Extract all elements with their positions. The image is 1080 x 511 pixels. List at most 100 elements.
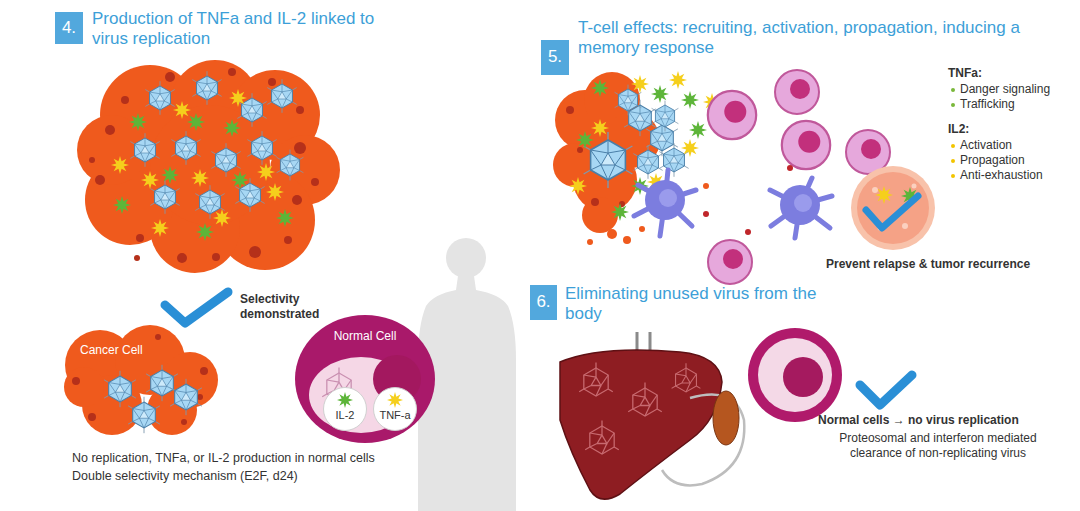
tumor-spot bbox=[134, 255, 140, 261]
cell-label: Normal Cell bbox=[295, 329, 435, 343]
virus bbox=[104, 371, 136, 407]
bullet bbox=[951, 103, 955, 107]
tumor-spot bbox=[228, 68, 236, 76]
list-item: Danger signaling bbox=[960, 82, 1075, 97]
callout-number: 4. bbox=[62, 18, 76, 38]
dendrite-arms bbox=[634, 170, 696, 236]
il2-star bbox=[591, 119, 609, 137]
il2-star bbox=[266, 183, 284, 201]
tumor-spot bbox=[181, 419, 187, 425]
list-item: Activation bbox=[960, 138, 1075, 153]
tnf-star bbox=[223, 119, 241, 137]
virus bbox=[615, 85, 642, 116]
il2-star bbox=[173, 101, 191, 119]
tnf-stars bbox=[113, 113, 294, 241]
dendritic-body bbox=[645, 180, 685, 220]
virus bbox=[128, 397, 160, 433]
il2-star bbox=[257, 163, 275, 181]
virus bbox=[247, 131, 276, 165]
il2-star bbox=[669, 71, 687, 89]
il2-star bbox=[569, 177, 587, 195]
il2-star bbox=[151, 219, 169, 237]
silhouette-head bbox=[446, 238, 486, 278]
virus bbox=[277, 150, 304, 181]
cell-label: Cancer Cell bbox=[80, 343, 222, 357]
result-note: Prevent relapse & tumor recurrence bbox=[826, 257, 1066, 272]
il2-star bbox=[141, 171, 159, 189]
t-cell bbox=[775, 70, 819, 114]
virus-outline bbox=[585, 420, 619, 454]
list-item: Trafficking bbox=[960, 97, 1075, 112]
tumor-spot bbox=[165, 72, 175, 82]
tumor-fragment bbox=[553, 72, 709, 245]
tumor-spot bbox=[88, 413, 96, 421]
step-number: 6. bbox=[530, 285, 557, 320]
tumor-spot bbox=[284, 236, 292, 244]
il2-star bbox=[191, 169, 209, 187]
number-box bbox=[530, 285, 557, 320]
tumor-debris bbox=[607, 229, 617, 239]
number-box bbox=[55, 12, 83, 44]
cytokine-badge: IL-2 bbox=[323, 387, 367, 431]
il2-star bbox=[875, 186, 893, 204]
tumor-spot bbox=[89, 157, 95, 163]
cell-lobe bbox=[64, 367, 104, 407]
virus bbox=[192, 71, 221, 105]
footnote: No replication, TNFa, or IL-2 production… bbox=[72, 450, 412, 466]
list-heading: TNFa: bbox=[948, 66, 1068, 81]
result-note: Selectivity demonstrated bbox=[240, 292, 335, 322]
virus bbox=[130, 133, 159, 167]
tumor-spot bbox=[566, 106, 574, 114]
cell-membrane bbox=[748, 328, 842, 422]
list-item: Anti-exhaustion bbox=[960, 168, 1075, 183]
virus bbox=[146, 365, 178, 401]
number-box bbox=[541, 40, 569, 75]
virus bbox=[171, 131, 200, 165]
bullet bbox=[951, 144, 955, 148]
cell-membrane bbox=[295, 315, 435, 443]
tumor-spot bbox=[95, 175, 105, 185]
tumor-debris bbox=[623, 236, 631, 244]
virus-outline bbox=[579, 362, 613, 396]
list-item: Propagation bbox=[960, 153, 1075, 168]
tumor-spots bbox=[89, 68, 319, 263]
memory-cell-grain bbox=[902, 223, 908, 229]
il2-star bbox=[111, 156, 129, 174]
tumor-spot bbox=[294, 142, 306, 154]
tumor-spot bbox=[197, 394, 203, 400]
t-cell bbox=[708, 91, 756, 139]
tumor-spot bbox=[200, 367, 208, 375]
virus-outline bbox=[628, 382, 662, 416]
virus-outline bbox=[672, 363, 701, 392]
liver-organ bbox=[560, 332, 744, 499]
tumor-debris bbox=[703, 183, 709, 189]
check-mark bbox=[866, 196, 918, 228]
liver-shape bbox=[560, 350, 722, 499]
virus bbox=[652, 101, 679, 132]
check-mark bbox=[860, 375, 912, 405]
memory-cell bbox=[851, 166, 935, 250]
dendritic-body bbox=[780, 185, 820, 225]
tumor-spot bbox=[105, 125, 115, 135]
tumor-spot bbox=[268, 78, 276, 86]
step-number: 4. bbox=[55, 12, 83, 44]
il2-stars bbox=[569, 71, 721, 195]
tumor-debris bbox=[639, 226, 645, 232]
tnf-star bbox=[129, 113, 147, 131]
il2-star bbox=[229, 89, 247, 107]
memory-cell-halo bbox=[851, 166, 935, 250]
tumor-spot bbox=[177, 253, 187, 263]
tnf-star bbox=[161, 166, 179, 184]
cytokine-star bbox=[387, 392, 403, 408]
virus bbox=[195, 185, 224, 219]
tumor-lobe bbox=[582, 197, 618, 233]
note-text: Proteosomal and interferon mediated clea… bbox=[818, 431, 1058, 461]
tumor-spot bbox=[577, 147, 583, 153]
il2-star bbox=[631, 75, 649, 93]
bullet bbox=[951, 174, 955, 178]
badge-circle bbox=[324, 388, 367, 431]
step-heading: T-cell effects: recruiting, activation, … bbox=[578, 18, 1024, 58]
tnf-star bbox=[651, 85, 669, 103]
virus bbox=[145, 81, 174, 115]
